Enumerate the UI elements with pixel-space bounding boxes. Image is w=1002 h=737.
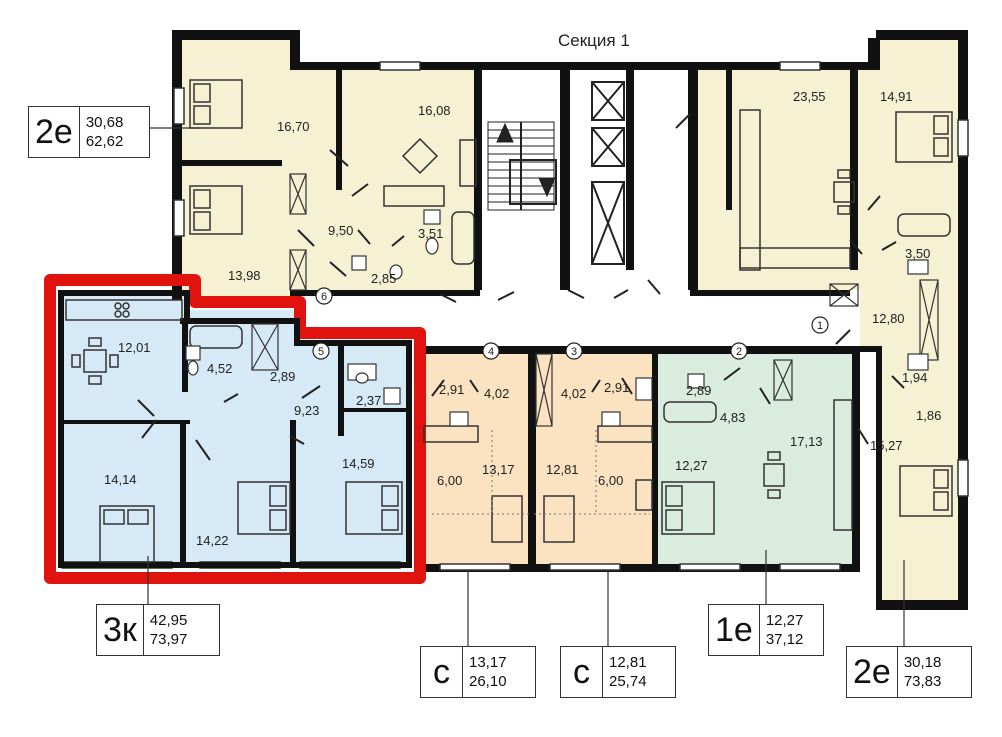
bathtubs	[189, 211, 951, 423]
elevators	[509, 81, 625, 265]
room-area: 14,59	[342, 456, 375, 471]
apartment-card-studio-2[interactable]: с 12,81 25,74	[560, 646, 676, 698]
room-area: 9,50	[328, 223, 354, 238]
zone-lines	[432, 430, 650, 515]
apartment-card-2e-top[interactable]: 2е 30,68 62,62	[28, 106, 150, 158]
total-area: 73,83	[903, 673, 942, 690]
stairs	[487, 121, 556, 211]
room-area: 16,08	[418, 103, 451, 118]
plumbing	[185, 209, 929, 427]
room-area: 2,85	[371, 271, 397, 286]
room-area: 3,50	[905, 246, 931, 261]
room-area: 2,91	[439, 382, 465, 397]
living-area: 30,68	[85, 114, 124, 131]
marker-5-label: 5	[318, 346, 324, 358]
leader-lines	[147, 127, 905, 646]
room-area: 13,17	[482, 462, 515, 477]
marker-3	[565, 342, 583, 360]
room-area: 12,80	[872, 311, 905, 326]
beds	[99, 79, 953, 563]
section-title: Секция 1	[558, 31, 630, 50]
room-area: 2,37	[356, 393, 382, 408]
marker-6-label: 6	[321, 291, 327, 303]
marker-1	[811, 316, 829, 334]
room-area: 1,86	[916, 408, 942, 423]
room-area: 14,91	[880, 89, 913, 104]
vent-shafts	[251, 173, 939, 427]
walls	[60, 30, 968, 610]
marker-4	[482, 342, 500, 360]
room-area: 15,27	[870, 438, 903, 453]
room-area: 23,55	[793, 89, 826, 104]
living-area: 12,27	[765, 612, 804, 629]
room-area: 4,83	[720, 410, 746, 425]
marker-2	[730, 342, 748, 360]
apartment-type: с	[561, 647, 603, 697]
room-area: 3,51	[418, 226, 444, 241]
room-area: 12,01	[118, 340, 151, 355]
apartment-card-3k[interactable]: 3к 42,95 73,97	[96, 604, 220, 656]
marker-5	[312, 342, 330, 360]
apartment-3k-area	[58, 290, 412, 568]
apartment-type: 1е	[709, 605, 760, 655]
apartment-type: 3к	[97, 605, 144, 655]
marker-4-label: 4	[488, 346, 494, 358]
marker-1-label: 1	[817, 320, 823, 332]
apartment-2e-right-area	[690, 40, 960, 600]
room-area: 12,27	[675, 458, 708, 473]
apartment-type: 2е	[29, 107, 80, 157]
core-area	[480, 68, 690, 290]
marker-6	[315, 287, 333, 305]
room-area: 4,52	[207, 361, 233, 376]
apartment-2e-left-area	[172, 32, 480, 300]
room-area: 4,02	[484, 386, 510, 401]
total-area: 73,97	[149, 631, 188, 648]
room-area: 13,98	[228, 268, 261, 283]
marker-3-label: 3	[571, 346, 577, 358]
room-area: 12,81	[546, 462, 579, 477]
room-area: 17,13	[790, 434, 823, 449]
studio-1-area	[420, 352, 532, 568]
room-area: 1,94	[902, 370, 928, 385]
apartment-type: с	[421, 647, 463, 697]
room-area: 6,00	[437, 473, 463, 488]
total-area: 62,62	[85, 133, 124, 150]
living-area: 30,18	[903, 654, 942, 671]
dining-tables	[71, 137, 855, 543]
apartment-type: 2е	[847, 647, 898, 697]
room-area: 2,91	[604, 380, 630, 395]
total-area: 26,10	[469, 673, 507, 690]
kitchens	[65, 109, 853, 531]
room-area: 4,02	[561, 386, 587, 401]
living-area: 12,81	[609, 654, 647, 671]
apartment-card-1e[interactable]: 1е 12,27 37,12	[708, 604, 824, 656]
marker-2-label: 2	[736, 346, 742, 358]
total-area: 25,74	[609, 673, 647, 690]
total-area: 37,12	[765, 631, 804, 648]
room-area: 9,23	[294, 403, 320, 418]
living-area: 42,95	[149, 612, 188, 629]
room-area: 2,89	[686, 383, 712, 398]
apartment-card-2e-bottom[interactable]: 2е 30,18 73,83	[846, 646, 972, 698]
apartment-3k-walls	[58, 290, 412, 568]
room-area: 14,22	[196, 533, 229, 548]
doors	[137, 113, 905, 461]
apartment-card-studio-1[interactable]: с 13,17 26,10	[420, 646, 536, 698]
entrance-markers	[312, 287, 829, 360]
room-area: 16,70	[277, 119, 310, 134]
room-area: 14,14	[104, 472, 137, 487]
room-area: 6,00	[598, 473, 624, 488]
room-area: 2,89	[270, 369, 296, 384]
living-area: 13,17	[469, 654, 507, 671]
